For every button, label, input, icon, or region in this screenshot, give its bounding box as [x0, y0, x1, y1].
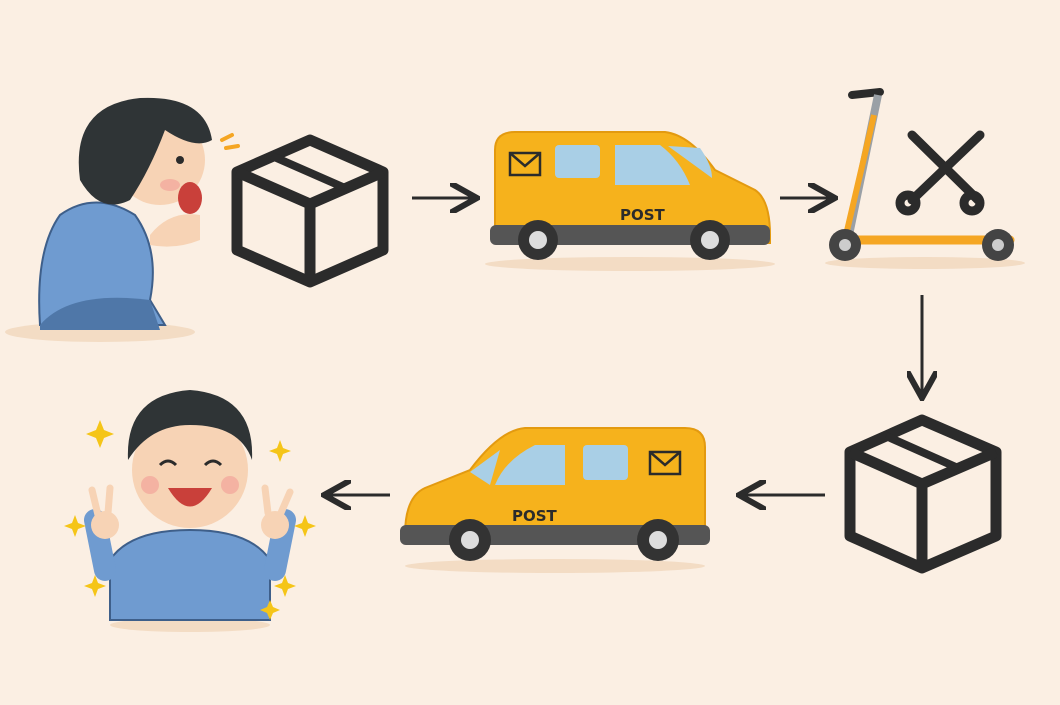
scooter-repair: [825, 88, 1025, 269]
post-van-outbound: POST: [485, 131, 775, 271]
post-van-return: POST: [400, 427, 710, 573]
envelope-icon: [648, 450, 682, 476]
wrench-icon: [895, 130, 985, 216]
envelope-icon: [508, 151, 542, 177]
surprised-person: [5, 97, 240, 342]
happy-child: [64, 390, 316, 632]
van-label: POST: [512, 507, 558, 525]
package-box-icon: [844, 414, 1002, 574]
sparkle-icon: [64, 420, 316, 620]
van-label: POST: [620, 206, 666, 224]
package-box-icon: [231, 134, 389, 288]
